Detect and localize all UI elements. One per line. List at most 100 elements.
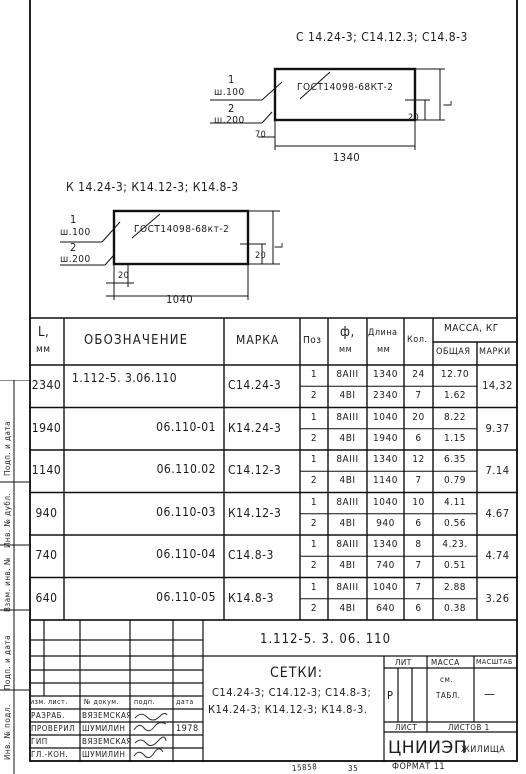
- row-l: 1140: [31, 463, 62, 477]
- row-qty: 7: [415, 581, 422, 593]
- drawing2-dim-width: 1040: [166, 293, 194, 306]
- drawing1-dim-70: 70: [255, 130, 267, 140]
- row-l: 640: [35, 590, 58, 605]
- col-header-l: L,: [38, 325, 50, 340]
- row-mass-total: 8.22: [443, 411, 467, 423]
- row-length: 640: [376, 602, 395, 614]
- titleblock-doc-code: 1.112-5. 3. 06. 110: [260, 632, 392, 647]
- tb-hdr-date: дата: [176, 698, 194, 706]
- row-length: 1340: [373, 454, 398, 465]
- row-mark: К14.12-3: [228, 505, 282, 520]
- row-mass-mark: 14,32: [482, 379, 513, 392]
- col-header-mass: Масса, кг: [444, 323, 499, 334]
- row-mass-total: 0.56: [443, 517, 467, 529]
- row-dia: 8АIII: [336, 369, 359, 380]
- row-mass-mark: 4.67: [485, 506, 510, 520]
- tb-scale: Масштаб: [476, 658, 513, 666]
- row-qty: 24: [412, 369, 425, 380]
- tb-name-4: Шумилин: [82, 750, 126, 759]
- row-l: 2340: [31, 378, 62, 392]
- mesh-k-outline: [112, 209, 250, 266]
- row-mark: К14.8-3: [228, 590, 274, 605]
- tb-date-2: 1978: [176, 724, 199, 734]
- row-mass-mark: 9.37: [485, 421, 510, 435]
- row-qty: 7: [415, 390, 422, 402]
- row-mass-total: 0.38: [443, 602, 467, 614]
- tb-lit-value: Р: [387, 689, 394, 702]
- drawing1-title: С 14.24-3; С14.12.3; С14.8-3: [296, 30, 468, 44]
- tb-product-line1: С14.24-3; С14.12-3; С14.8-3;: [212, 686, 372, 699]
- row-length: 740: [376, 560, 395, 572]
- tb-mass-value-2: табл.: [436, 691, 461, 700]
- tb-product-title: Сетки:: [270, 665, 324, 681]
- drawing2-leader-1: 1: [70, 213, 77, 226]
- row-dia: 4ВI: [339, 517, 356, 529]
- drawing1-leader-2: 2: [228, 102, 235, 115]
- row-qty: 7: [415, 560, 422, 572]
- drawing1-leader-2-sub: ш.200: [214, 115, 245, 126]
- row-mass-total: 4.11: [443, 496, 467, 508]
- row-length: 1040: [373, 411, 398, 423]
- row-designation: 1.112-5. 3.06.110: [72, 371, 178, 385]
- col-header-length-unit: мм: [377, 345, 391, 355]
- drawing2-title: К 14.24-3; К14.12-3; К14.8-3: [66, 180, 239, 194]
- row-l: 940: [35, 505, 58, 520]
- row-qty: 20: [412, 411, 425, 423]
- row-length: 1140: [373, 475, 398, 487]
- row-mass-total: 6.35: [443, 454, 467, 465]
- row-dia: 8АIII: [336, 454, 359, 465]
- footer-stamp-2: 35: [348, 764, 359, 773]
- drawing2-dim-20b: 20: [118, 271, 130, 281]
- tb-name-2: Шумилин: [82, 724, 126, 733]
- drawing1-dim-width: 1340: [333, 151, 361, 164]
- row-pos: 1: [310, 369, 318, 380]
- col-header-mark: Марка: [236, 333, 280, 347]
- drawing1-gost: ГОСТ14098-68КТ-2: [297, 82, 394, 93]
- row-pos: 2: [310, 602, 318, 614]
- tb-product-line2: К14.24-3; К14.12-3; К14.8-3.: [208, 703, 368, 716]
- row-qty: 12: [412, 454, 425, 465]
- tb-role-4: Гл.-кон.: [31, 750, 69, 759]
- footer-format: Формат 11: [392, 762, 446, 772]
- tb-mass: Масса: [431, 658, 460, 667]
- drawing2-leader-2: 2: [70, 241, 77, 254]
- tb-hdr-doc: № докум.: [84, 698, 120, 706]
- tb-sheet: Лист: [395, 723, 418, 732]
- tb-scale-value: —: [484, 687, 496, 701]
- row-length: 940: [376, 517, 395, 529]
- row-dia: 8АIII: [336, 496, 359, 508]
- row-dia: 4ВI: [339, 602, 356, 614]
- row-mass-total: 2.88: [443, 581, 467, 593]
- drawing1-leader-1-sub: ш.100: [214, 87, 245, 98]
- row-mass-mark: 4.74: [485, 549, 510, 562]
- col-header-designation: Обозначение: [84, 333, 189, 348]
- drawing-lines: [60, 67, 445, 300]
- row-mass-total: 4.23.: [442, 539, 468, 550]
- row-pos: 2: [310, 560, 318, 572]
- drawing2-gost: ГОСТ14098-68кт-2: [134, 224, 230, 235]
- col-header-length: Длина: [368, 328, 398, 338]
- row-dia: 4ВI: [339, 475, 356, 487]
- drawing2-dim-20a: 20: [255, 251, 267, 261]
- row-mass-total: 1.62: [443, 390, 467, 402]
- col-header-l-unit: мм: [36, 344, 51, 355]
- row-mass-total: 1.15: [443, 432, 467, 444]
- tb-lit: Лит: [395, 658, 412, 667]
- row-qty: 6: [415, 432, 422, 444]
- col-header-dia: ф,: [340, 325, 355, 340]
- tb-role-1: Разраб.: [31, 711, 65, 720]
- row-length: 1340: [373, 369, 398, 380]
- tb-org-sub: жилища: [461, 745, 506, 755]
- tb-mass-value-1: см.: [440, 675, 454, 684]
- signatures: [133, 712, 168, 759]
- tb-role-2: Проверил: [31, 724, 76, 733]
- row-mass-total: 0.79: [443, 475, 467, 487]
- tb-sheets: Листов 1: [448, 723, 490, 732]
- row-l: 1940: [31, 420, 62, 435]
- row-dia: 4ВI: [339, 390, 356, 402]
- drawing1-dim-20: 20: [408, 113, 420, 123]
- row-qty: 7: [415, 475, 422, 487]
- row-mass-total: 12.70: [440, 369, 470, 380]
- tb-hdr-izm: изм.: [30, 698, 47, 706]
